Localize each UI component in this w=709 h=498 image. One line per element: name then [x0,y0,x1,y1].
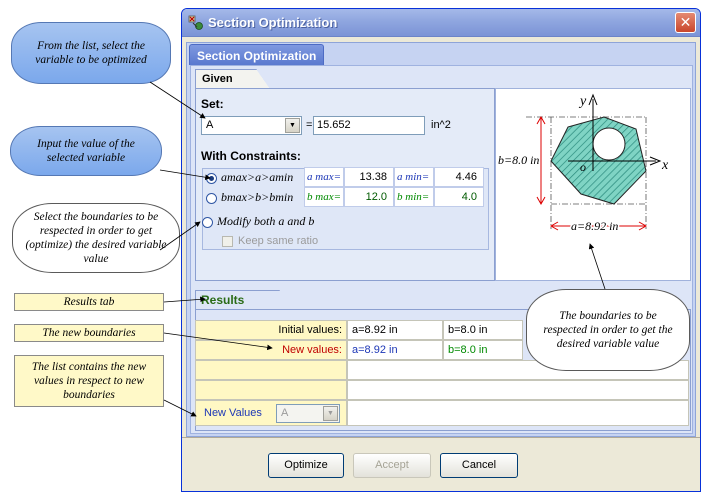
variable-select-value: A [206,119,214,131]
callout-list-contains: The list contains the new values in resp… [14,355,164,407]
a-max-label: a max= [304,167,344,187]
close-icon: ✕ [679,14,692,30]
new-values-select[interactable]: A ▼ [276,404,340,423]
radio-modify-both[interactable] [202,217,213,228]
variable-value: 15.652 [317,119,351,131]
b-max-label: b max= [304,187,344,207]
chevron-down-icon[interactable]: ▼ [285,118,300,133]
callout-new-boundaries: The new boundaries [14,324,164,342]
callout-boundaries-respected: The boundaries to be respected in order … [526,289,690,371]
chevron-down-icon[interactable]: ▼ [323,406,338,421]
equals-sign: = [306,119,313,131]
results-empty-cell-2 [347,380,689,400]
origin-label: o [580,160,586,174]
hole-shape [592,127,626,161]
radio-a-constraint-label[interactable]: amax>a>amin [221,170,294,184]
callout-results-tab: Results tab [14,293,164,311]
tab-section-optimization[interactable]: Section Optimization [189,44,325,65]
radio-modify-both-label[interactable]: Modify both a and b [217,214,315,228]
b-dimension-label: b=8.0 in [498,153,539,167]
new-values-row: New Values A ▼ [195,400,347,426]
section-figure: y x o b=8.0 in a=8.92 in [495,88,691,281]
results-empty-row-2 [195,380,347,400]
initial-a-value: a=8.92 in [347,320,443,340]
optimize-button[interactable]: Optimize [268,453,344,478]
radio-a-constraint[interactable] [206,173,217,184]
new-values-select-value: A [281,407,289,419]
close-button[interactable]: ✕ [675,12,696,33]
y-axis-label: y [578,94,587,109]
section-optimization-dialog: Section Optimization ✕ Section Optimizat… [181,8,701,492]
section-diagram: y x o b=8.0 in a=8.92 in [498,93,669,235]
callout-input-value-text: Input the value of the selected variable [37,138,135,164]
unit-label: in^2 [431,119,451,131]
callout-boundaries-respected-text: The boundaries to be respected in order … [543,310,673,350]
variable-select[interactable]: A ▼ [201,116,302,135]
x-axis-label: x [661,158,669,173]
accept-button[interactable]: Accept [353,453,431,478]
new-values-list-area [347,400,689,426]
radio-b-constraint[interactable] [206,193,217,204]
callout-select-variable: From the list, select the variable to be… [11,22,171,84]
callout-select-variable-text: From the list, select the variable to be… [35,40,147,66]
callout-select-boundaries: Select the boundaries to be respected in… [12,203,180,273]
a-max-value[interactable]: 13.38 [344,167,394,187]
callout-new-boundaries-text: The new boundaries [42,327,136,339]
callout-input-value: Input the value of the selected variable [10,126,162,176]
new-a-value: a=8.92 in [347,340,443,360]
initial-values-label: Initial values: [195,320,347,340]
new-values-dropdown-label: New Values [204,407,262,419]
keep-ratio-checkbox[interactable] [222,236,233,247]
a-dimension-label: a=8.92 in [571,219,618,233]
callout-list-contains-text: The list contains the new values in resp… [31,361,147,401]
new-b-value: b=8.0 in [443,340,523,360]
b-min-label: b min= [394,187,434,207]
set-label: Set: [201,97,224,111]
constraints-label: With Constraints: [201,149,301,163]
tab-given[interactable]: Given [195,69,270,89]
cancel-button[interactable]: Cancel [440,453,518,478]
a-min-value[interactable]: 4.46 [434,167,484,187]
b-min-value[interactable]: 4.0 [434,187,484,207]
b-max-value[interactable]: 12.0 [344,187,394,207]
a-min-label: a min= [394,167,434,187]
window-title: Section Optimization [208,15,338,30]
results-empty-row-1 [195,360,347,380]
new-values-label: New values: [195,340,347,360]
tab-results[interactable]: Results [195,290,297,310]
app-icon [188,15,203,30]
title-bar[interactable]: Section Optimization ✕ [182,9,700,37]
keep-ratio-label: Keep same ratio [238,235,319,247]
callout-results-tab-text: Results tab [63,296,115,308]
initial-b-value: b=8.0 in [443,320,523,340]
radio-b-constraint-label[interactable]: bmax>b>bmin [221,190,294,204]
callout-select-boundaries-text: Select the boundaries to be respected in… [25,211,167,265]
variable-value-input[interactable]: 15.652 [313,116,425,135]
